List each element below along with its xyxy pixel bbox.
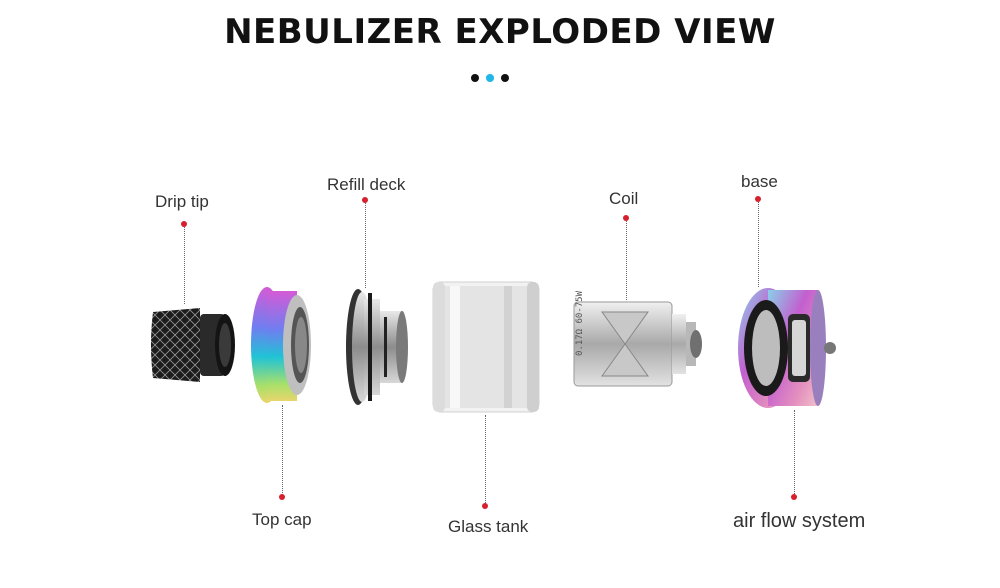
base-icon	[738, 288, 836, 408]
callout-line-glass-tank	[485, 415, 486, 505]
coil-engraving: 0.17Ω 60-75W	[575, 290, 585, 356]
label-drip-tip: Drip tip	[155, 192, 209, 211]
label-refill-deck: Refill deck	[327, 175, 406, 194]
label-top-cap: Top cap	[252, 510, 312, 529]
glass-tank-icon	[432, 281, 540, 413]
page-title: NEBULIZER EXPLODED VIEW	[224, 12, 776, 52]
marker-coil	[623, 215, 629, 221]
callout-line-top-cap	[282, 405, 283, 497]
marker-top-cap	[279, 494, 285, 500]
callout-line-base	[758, 199, 759, 287]
label-base: base	[741, 172, 778, 191]
callout-line-drip-tip	[184, 224, 185, 304]
callout-line-refill-deck	[365, 200, 366, 288]
pager-dots[interactable]	[471, 74, 531, 84]
callout-line-coil	[626, 218, 627, 300]
marker-base	[755, 196, 761, 202]
pager-dot-3[interactable]	[501, 74, 509, 82]
marker-glass-tank	[482, 503, 488, 509]
pager-dot-2[interactable]	[486, 74, 494, 82]
top-cap-icon	[251, 287, 311, 403]
coil-icon: 0.17Ω 60-75W	[573, 290, 702, 387]
refill-deck-icon	[346, 289, 408, 405]
pager-dot-1[interactable]	[471, 74, 479, 82]
callout-line-air-flow	[794, 410, 795, 496]
label-glass-tank: Glass tank	[448, 517, 529, 536]
marker-air-flow	[791, 494, 797, 500]
label-coil: Coil	[609, 189, 639, 208]
marker-refill-deck	[362, 197, 368, 203]
label-air-flow-system: air flow system	[733, 510, 866, 532]
marker-drip-tip	[181, 221, 187, 227]
drip-tip-icon	[151, 308, 235, 382]
